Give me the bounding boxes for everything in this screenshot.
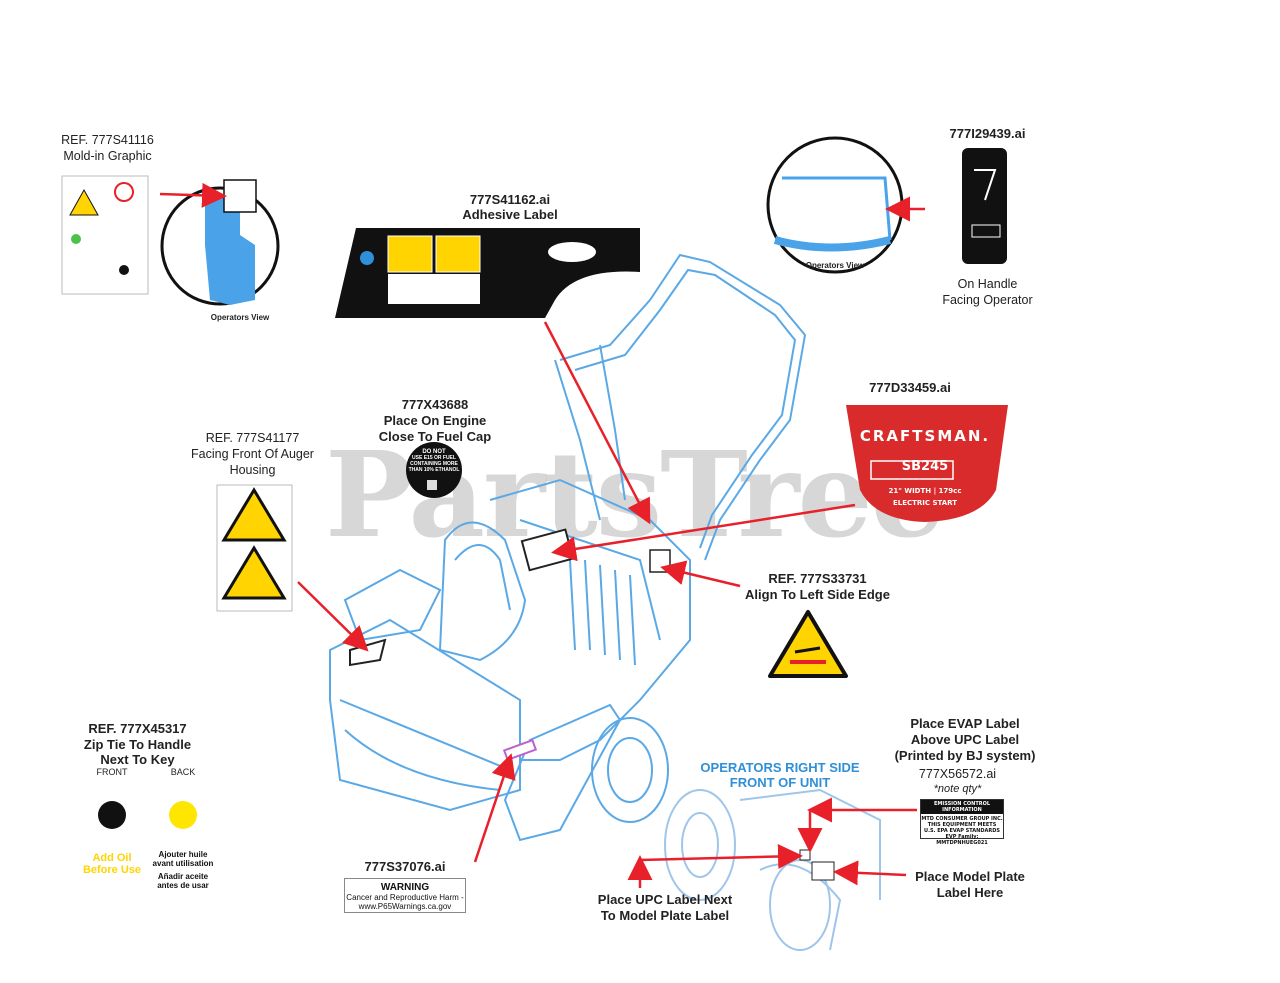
handle-decal: [962, 148, 1007, 264]
ref-777s41177: REF. 777S41177: [205, 431, 300, 445]
ref-777s37076: 777S37076.ai: [364, 859, 446, 874]
craftsman-start: ELECTRIC START: [892, 499, 958, 507]
ref-777x43688: 777X43688: [401, 397, 469, 412]
tag-back-line2: avant utilisation: [152, 859, 214, 868]
warning-title: WARNING: [380, 882, 430, 893]
facing-front-line1: Facing Front Of Auger: [191, 447, 314, 461]
ref-777s33731: REF. 777S33731: [768, 571, 867, 586]
place-evap-line2: Above UPC Label: [910, 732, 1020, 747]
operators-view-left: Operators View: [210, 313, 270, 322]
tag-front-label: FRONT: [96, 767, 128, 777]
tag-front-line1: Add Oil: [92, 852, 132, 864]
place-upc-line1: Place UPC Label Next: [597, 892, 733, 907]
evap-header: EMISSION CONTROL INFORMATION: [921, 800, 1003, 814]
fuel-line4: THAN 10% ETHANOL: [408, 467, 460, 473]
zip-tie-line1: Zip Tie To Handle: [83, 737, 192, 752]
align-left-edge-label: Align To Left Side Edge: [745, 587, 890, 602]
place-on-engine-line2: Close To Fuel Cap: [378, 429, 492, 444]
craftsman-banner: CRAFTSMAN. SB245 21" WIDTH | 179cc ELECT…: [842, 405, 1008, 523]
handle-circle: [766, 136, 904, 274]
tag-front-line2: Before Use: [82, 864, 142, 876]
fuel-line2: USE E15 OR FUEL: [412, 455, 456, 461]
on-handle-line2: Facing Operator: [942, 293, 1033, 307]
evap-line4: EVP Family: MMTDPNHUEG021: [936, 834, 988, 846]
tag-back-line3: Añadir aceite: [157, 872, 209, 881]
craftsman-brand: CRAFTSMAN.: [859, 427, 991, 445]
zip-tie-line2: Next To Key: [100, 752, 175, 767]
ref-777s41116: REF. 777S41116: [61, 133, 154, 147]
note-qty: *note qty*: [933, 783, 982, 795]
place-evap-line3: (Printed by BJ system): [894, 748, 1036, 763]
place-model-line1: Place Model Plate: [915, 869, 1025, 884]
tag-back-label: BACK: [170, 767, 196, 777]
right-side-view: [664, 788, 881, 951]
fuel-line1: DO NOT: [422, 449, 446, 455]
on-handle-line1: On Handle: [957, 277, 1018, 291]
p65-warning-card: WARNING Cancer and Reproductive Harm - w…: [344, 878, 466, 913]
craftsman-spec: 21" WIDTH | 179cc: [888, 487, 962, 495]
evap-line3: U.S. EPA EVAP STANDARDS: [924, 828, 1000, 834]
place-model-line2: Label Here: [936, 885, 1004, 900]
facing-front-line2: Housing: [229, 463, 276, 477]
place-on-engine-line1: Place On Engine: [383, 413, 487, 428]
fuel-line3: CONTAINING MORE: [410, 461, 458, 467]
adhesive-label-text: Adhesive Label: [462, 207, 558, 222]
warning-line1: Cancer and Reproductive Harm -: [346, 893, 464, 902]
ref-777i29439: 777I29439.ai: [949, 126, 1026, 141]
tag-back-line4: antes de usar: [157, 881, 209, 890]
operators-right-line2: FRONT OF UNIT: [729, 775, 831, 790]
burn-warning-decal: [768, 610, 848, 678]
adhesive-label-decal: [335, 228, 640, 318]
mold-in-graphic-label: Mold-in Graphic: [63, 149, 152, 163]
ref-777d33459: 777D33459.ai: [869, 380, 951, 395]
fuel-decal: [406, 442, 462, 498]
craftsman-decal: [846, 405, 1008, 522]
evap-card: EMISSION CONTROL INFORMATION MTD CONSUME…: [920, 799, 1004, 846]
evap-line2: THIS EQUIPMENT MEETS: [927, 822, 997, 828]
ref-777x45317: REF. 777X45317: [88, 721, 187, 736]
ref-777s41162: 777S41162.ai: [469, 192, 551, 207]
ref-777x56572: 777X56572.ai: [918, 767, 997, 781]
evap-line1: MTD CONSUMER GROUP INC.: [921, 816, 1003, 822]
place-upc-line2: To Model Plate Label: [600, 908, 730, 923]
warning-line2: www.P65Warnings.ca.gov: [358, 902, 452, 911]
callout-arrows: [159, 182, 925, 888]
craftsman-model: SB245: [901, 459, 949, 474]
tag-back-line1: Ajouter huile: [158, 850, 208, 859]
operators-right-line1: OPERATORS RIGHT SIDE: [700, 760, 860, 775]
operators-view-right: Operators View: [805, 261, 865, 270]
place-evap-line1: Place EVAP Label: [910, 716, 1020, 731]
